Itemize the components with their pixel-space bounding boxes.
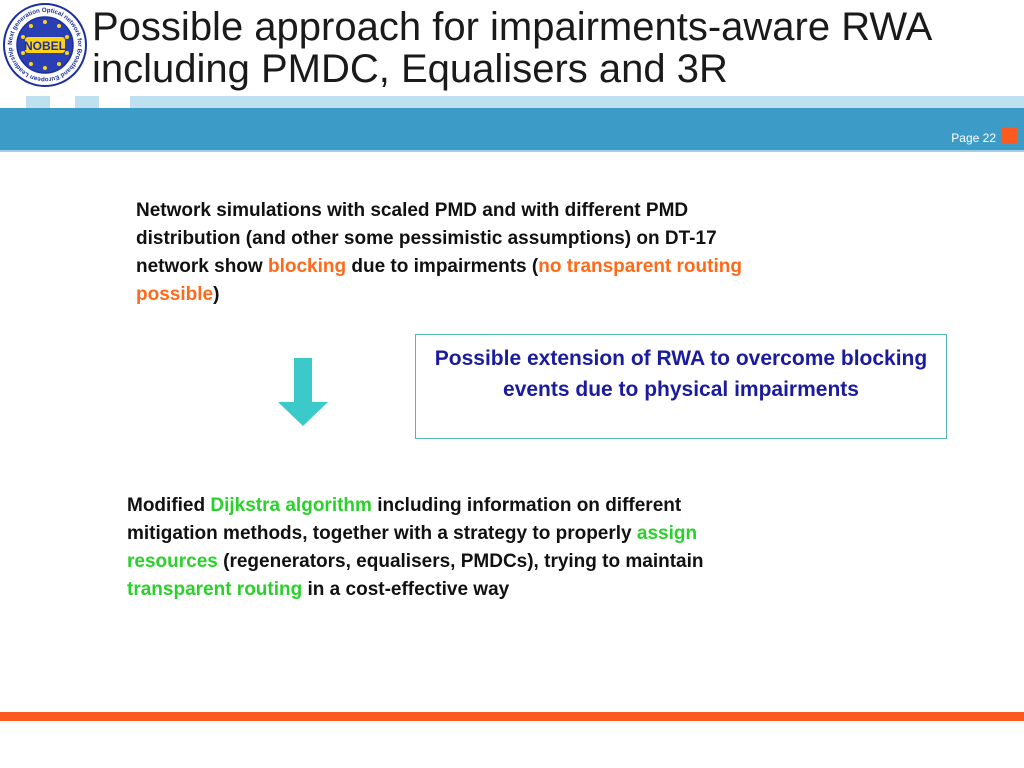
paragraph-dijkstra: Modified Dijkstra algorithm including in… xyxy=(127,492,717,604)
nobel-logo-icon: NOBEL Next generation Optical network fo… xyxy=(3,3,87,87)
title-line-2: including PMDC, Equalisers and 3R xyxy=(92,47,728,91)
rwa-extension-box: Possible extension of RWA to overcome bl… xyxy=(415,334,947,439)
box-text: Possible extension of RWA to overcome bl… xyxy=(434,347,928,401)
paragraph1-highlight-blocking: blocking xyxy=(267,256,347,277)
header-band-line xyxy=(0,150,1024,152)
header-band xyxy=(0,108,1024,150)
down-arrow-icon xyxy=(278,358,328,426)
page-number: Page 22 xyxy=(951,131,996,145)
paragraph2-text-2: including information on different mitig… xyxy=(127,495,682,544)
paragraph1-highlight-no-transparent: no transparent routing possible xyxy=(136,256,742,305)
paragraph2-text-3: (regenerators, equalisers, PMDCs), tryin… xyxy=(217,551,704,572)
footer-line xyxy=(0,712,1024,721)
paragraph2-highlight-transparent: transparent routing xyxy=(127,579,303,600)
paragraph1-text-3: ) xyxy=(213,284,220,305)
paragraph2-text-1: Modified xyxy=(127,495,211,516)
paragraph-simulations: Network simulations with scaled PMD and … xyxy=(136,197,756,309)
slide-title: Possible approach for impairments-aware … xyxy=(92,6,1012,90)
paragraph1-text-2: due to impairments ( xyxy=(346,256,539,277)
paragraph2-text-4: in a cost-effective way xyxy=(302,579,510,600)
page-square-icon xyxy=(1002,127,1018,143)
title-line-1: Possible approach for impairments-aware … xyxy=(92,5,933,49)
logo-center-text: NOBEL xyxy=(24,39,66,53)
paragraph2-highlight-dijkstra: Dijkstra algorithm xyxy=(210,495,372,516)
paragraph1-text-1: Network simulations with scaled PMD and … xyxy=(136,200,717,277)
paragraph2-highlight-assign: assign resources xyxy=(127,523,698,572)
